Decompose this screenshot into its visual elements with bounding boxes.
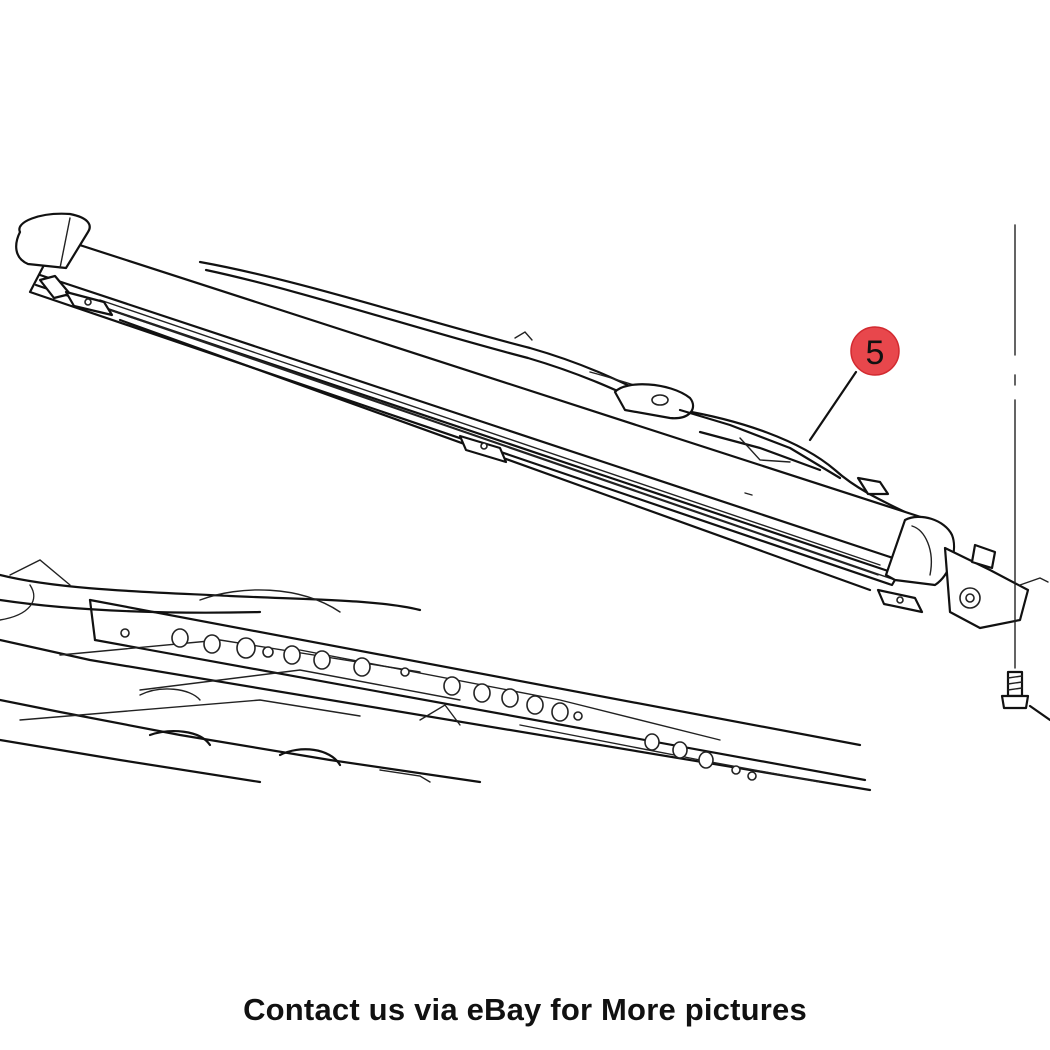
callout-5: 5 <box>808 326 900 442</box>
callout-number: 5 <box>866 334 885 372</box>
callout-marker <box>850 326 900 376</box>
sunshade-assembly <box>15 212 1049 630</box>
frame-holes <box>120 628 757 781</box>
screw-icon <box>1000 670 1030 710</box>
floor-structure <box>0 559 872 792</box>
fastener-and-centerline <box>1000 224 1050 722</box>
caption-text: Contact us via eBay for More pictures <box>243 992 807 1027</box>
